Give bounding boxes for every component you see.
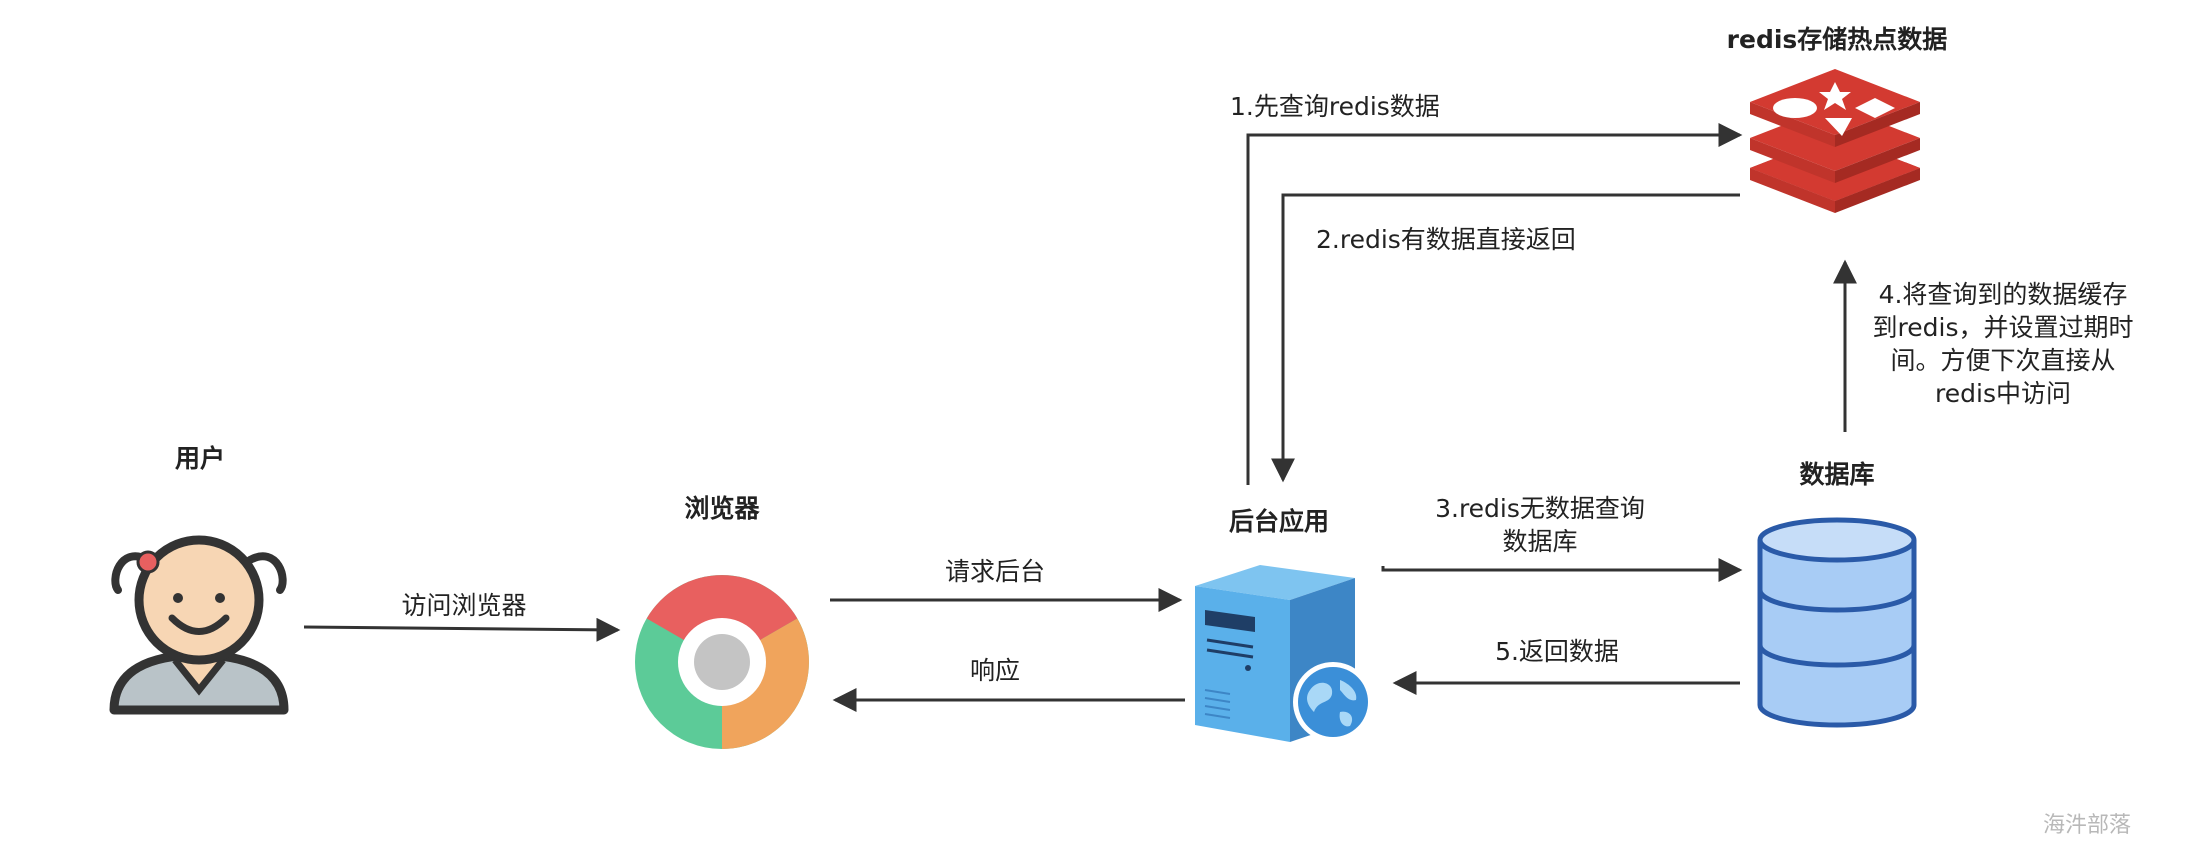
- redis-title: redis存储热点数据: [1727, 25, 1948, 54]
- label-backend-browser: 响应: [970, 656, 1020, 685]
- edge-backend-database: [1381, 558, 1743, 582]
- label-database-redis-2: 到redis，并设置过期时: [1873, 313, 2134, 342]
- browser-icon: [635, 575, 809, 749]
- label-user-browser: 访问浏览器: [401, 591, 526, 620]
- watermark: 海汼部落: [2043, 813, 2131, 838]
- label-database-redis-1: 4.将查询到的数据缓存: [1879, 280, 2128, 309]
- user-icon: [109, 535, 289, 715]
- backend-title: 后台应用: [1229, 507, 1329, 536]
- label-backend-database-2: 数据库: [1502, 527, 1577, 556]
- database-title: 数据库: [1799, 460, 1874, 489]
- edge-backend-redis: [1246, 123, 1743, 485]
- edge-redis-backend: [1271, 193, 1740, 483]
- label-backend-redis: 1.先查询redis数据: [1230, 92, 1440, 121]
- label-redis-backend: 2.redis有数据直接返回: [1316, 225, 1576, 254]
- user-title: 用户: [175, 444, 225, 473]
- label-database-redis-4: redis中访问: [1935, 379, 2071, 408]
- label-database-backend: 5.返回数据: [1495, 637, 1619, 666]
- database-icon: [1757, 517, 1917, 728]
- redis-icon: [1750, 69, 1920, 213]
- label-backend-database-1: 3.redis无数据查询: [1435, 494, 1645, 523]
- label-database-redis-3: 间。方便下次直接从: [1890, 346, 2115, 375]
- label-browser-backend: 请求后台: [945, 557, 1045, 586]
- browser-title: 浏览器: [684, 494, 760, 523]
- edge-user-browser: [303, 617, 621, 642]
- server-icon: [1195, 565, 1373, 742]
